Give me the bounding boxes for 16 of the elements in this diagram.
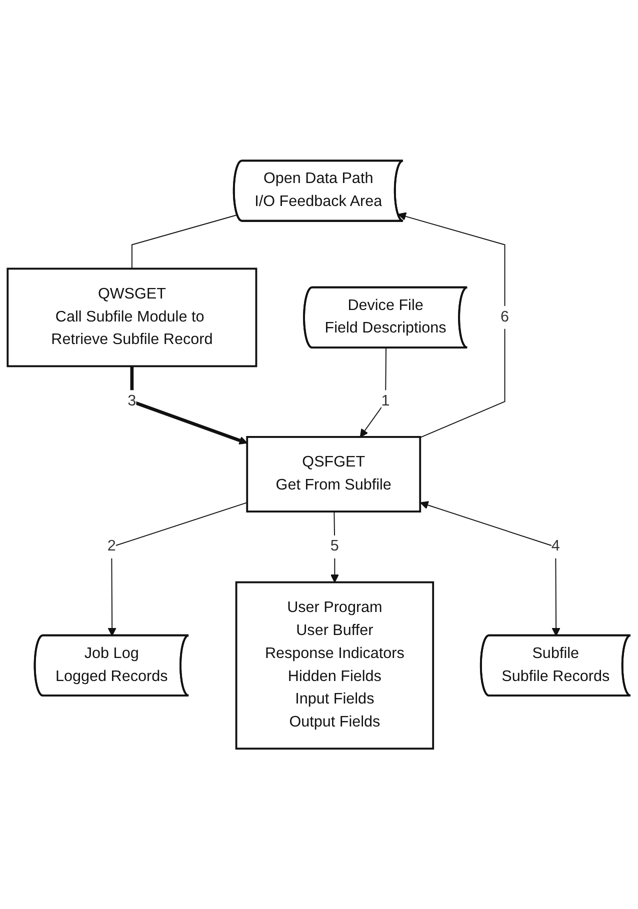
arrow xyxy=(360,347,386,438)
arrow xyxy=(108,502,248,636)
node-box: User Program User Buffer Response Indicators Hidden Fields Input Fields Output Fields xyxy=(235,581,434,750)
arrow xyxy=(398,212,506,438)
node-box: QSFGET Get From Subfile xyxy=(246,436,422,512)
arrow xyxy=(130,366,248,444)
edge-label: 4 xyxy=(551,538,560,554)
arrow xyxy=(420,500,560,636)
edge-label: 1 xyxy=(381,392,390,410)
edge-label: 3 xyxy=(128,392,136,410)
node-box: QWSGET Call Subfile Module to Retrieve Subfile Record xyxy=(6,268,258,368)
edge-label: 6 xyxy=(500,308,510,325)
edge-label: 5 xyxy=(330,538,339,554)
connector xyxy=(131,214,238,270)
arrow xyxy=(330,510,339,583)
edge-label: 2 xyxy=(107,538,116,554)
